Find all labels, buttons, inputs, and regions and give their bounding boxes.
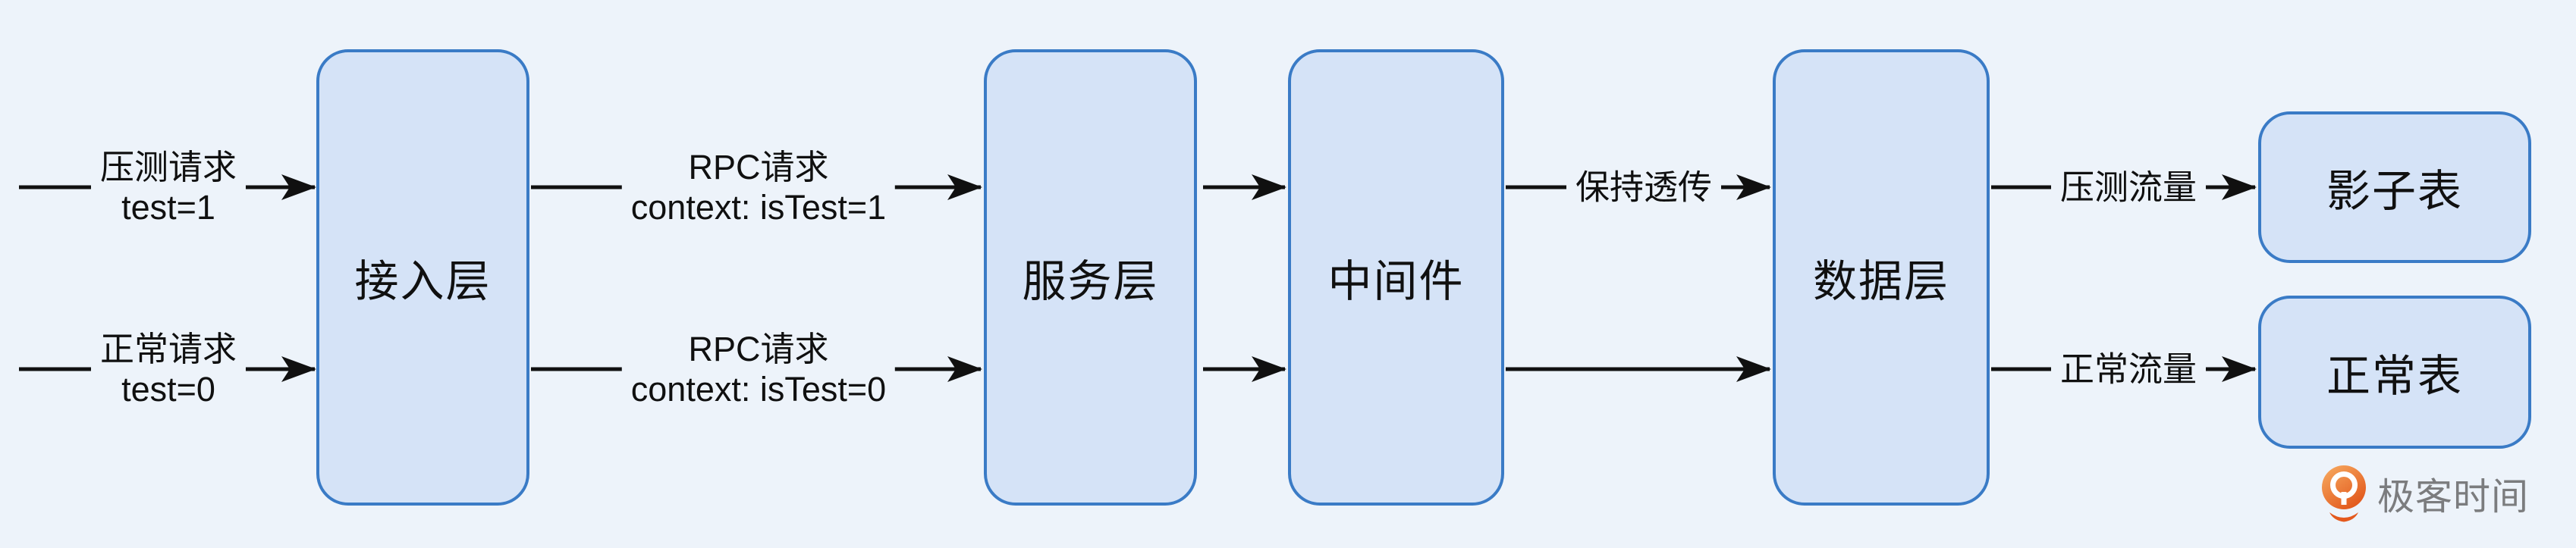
edge-label-normal-traffic: 正常流量 [2050, 347, 2207, 391]
edge-label-line1: RPC请求 [688, 329, 829, 368]
edge-label-rpc-stress: RPC请求 context: isTest=1 [621, 145, 896, 230]
node-label: 数据层 [1812, 257, 1949, 306]
geektime-logo: 极客时间 [2320, 465, 2529, 522]
node-shadow-table: 影子表 [2258, 111, 2531, 263]
edge-label-line2: context: isTest=0 [630, 370, 887, 409]
edge-label-line2: context: isTest=1 [630, 188, 887, 227]
edge-label-line1: RPC请求 [688, 147, 829, 186]
node-label: 服务层 [1022, 257, 1159, 306]
edge-label-line1: 压测请求 [99, 147, 237, 186]
node-label: 正常表 [2326, 352, 2463, 401]
edge-label-normal-request: 正常请求 test=0 [90, 327, 247, 412]
edge-label-line1: 正常请求 [99, 329, 237, 368]
geektime-q-pin-icon [2322, 465, 2366, 522]
node-label: 中间件 [1327, 257, 1465, 306]
edge-label-line2: test=1 [121, 188, 215, 227]
node-middleware: 中间件 [1288, 49, 1504, 506]
node-service-layer: 服务层 [984, 49, 1197, 506]
edge-label-line1: 正常流量 [2059, 349, 2197, 389]
geektime-logo-text: 极客时间 [2377, 476, 2530, 518]
node-access-layer: 接入层 [316, 49, 529, 506]
node-label: 影子表 [2326, 167, 2463, 216]
edge-label-stress-request: 压测请求 test=1 [90, 145, 247, 230]
edge-label-passthrough: 保持透传 [1566, 165, 1722, 209]
edge-label-line1: 保持透传 [1575, 168, 1713, 207]
edge-label-line2: test=0 [121, 370, 215, 409]
node-label: 接入层 [354, 257, 492, 306]
edge-label-line1: 压测流量 [2059, 168, 2197, 207]
node-normal-table: 正常表 [2258, 296, 2531, 449]
node-data-layer: 数据层 [1773, 49, 1990, 506]
edge-label-stress-traffic: 压测流量 [2050, 165, 2207, 209]
edge-label-rpc-normal: RPC请求 context: isTest=0 [621, 327, 896, 412]
